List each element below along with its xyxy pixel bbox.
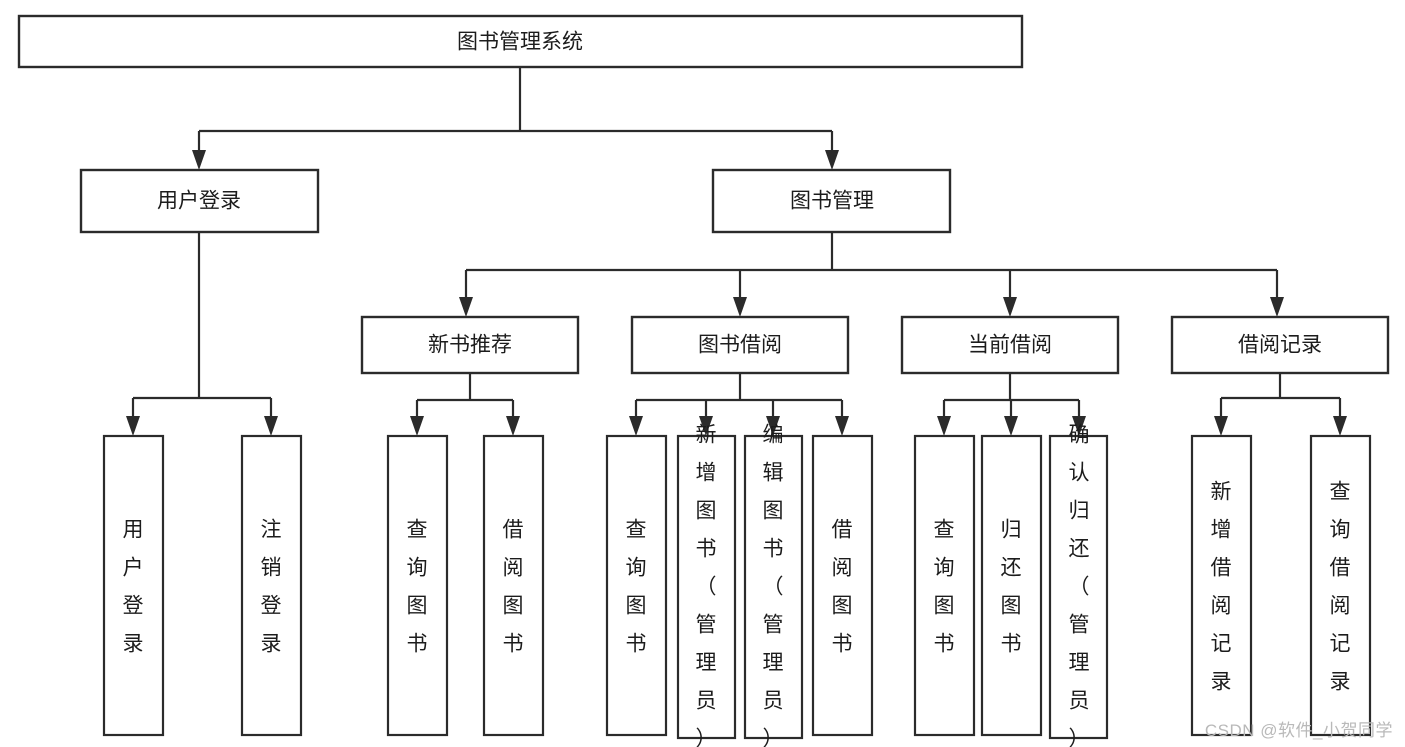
connector-userlogin-to-leaves xyxy=(126,232,278,436)
node-leaf-query-book-1[interactable]: 查询图书 xyxy=(386,434,449,737)
node-borrow-record-label: 借阅记录 xyxy=(1238,334,1322,357)
arrow-head-icon xyxy=(410,416,424,436)
node-leaf-add-record[interactable]: 新增借阅记录 xyxy=(1190,434,1253,737)
node-leaf-query-book-3-label: 查询图书 xyxy=(934,518,955,655)
node-book-borrow-box xyxy=(630,315,850,375)
node-borrow-record[interactable]: 借阅记录 xyxy=(1170,315,1390,375)
node-leaf-return-book-box xyxy=(980,434,1043,737)
node-current-borrow-box xyxy=(900,315,1120,375)
arrow-head-icon xyxy=(1214,416,1228,436)
node-leaf-edit-book-label: 编辑图书（管理员） xyxy=(763,423,784,747)
arrow-head-icon xyxy=(835,416,849,436)
node-leaf-query-record-box xyxy=(1309,434,1372,737)
node-leaf-query-book-2[interactable]: 查询图书 xyxy=(605,434,668,737)
node-book-manage-box xyxy=(711,168,952,234)
node-leaf-query-record-label: 查询借阅记录 xyxy=(1330,480,1351,693)
arrow-head-icon xyxy=(766,416,780,436)
arrow-head-icon xyxy=(126,416,140,436)
connector-bookmanage-to-level3 xyxy=(459,232,1284,317)
node-borrow-record-box xyxy=(1170,315,1390,375)
node-leaf-confirm-return-box xyxy=(1048,434,1109,740)
arrow-head-icon xyxy=(1004,416,1018,436)
node-leaf-return-book-label: 归还图书 xyxy=(1001,518,1022,655)
arrow-head-icon xyxy=(825,150,839,170)
node-leaf-query-book-2-box xyxy=(605,434,668,737)
arrow-head-icon xyxy=(1333,416,1347,436)
node-leaf-user-login[interactable]: 用户登录 xyxy=(102,434,165,737)
node-user-login-label: 用户登录 xyxy=(157,190,241,213)
node-leaf-logout-box xyxy=(240,434,303,737)
node-user-login[interactable]: 用户登录 xyxy=(79,168,320,234)
arrow-head-icon xyxy=(937,416,951,436)
node-leaf-query-book-3-box xyxy=(913,434,976,737)
node-leaf-add-book-label: 新增图书（管理员） xyxy=(696,423,717,747)
node-user-login-box xyxy=(79,168,320,234)
node-leaf-borrow-book-2-box xyxy=(811,434,874,737)
arrow-head-icon xyxy=(699,416,713,436)
node-leaf-edit-book-box xyxy=(743,434,804,740)
node-leaf-query-book-1-label: 查询图书 xyxy=(407,518,428,655)
node-book-borrow-label: 图书借阅 xyxy=(698,334,782,357)
node-leaf-add-record-box xyxy=(1190,434,1253,737)
node-leaf-edit-book[interactable]: 编辑图书（管理员） xyxy=(743,423,804,747)
arrow-head-icon xyxy=(459,297,473,317)
node-leaf-confirm-return-label: 确认归还（管理员） xyxy=(1069,423,1090,747)
node-leaf-borrow-book-1-label: 借阅图书 xyxy=(503,518,524,655)
node-root-label: 图书管理系统 xyxy=(457,31,583,54)
node-leaf-add-book-box xyxy=(676,434,737,740)
connector-bookborrow-to-leaves xyxy=(629,373,849,436)
node-leaf-add-record-label: 新增借阅记录 xyxy=(1211,480,1232,693)
node-book-manage[interactable]: 图书管理 xyxy=(711,168,952,234)
node-book-manage-label: 图书管理 xyxy=(790,190,874,213)
node-new-book-rec-label: 新书推荐 xyxy=(428,334,512,357)
arrow-head-icon xyxy=(192,150,206,170)
arrow-head-icon xyxy=(629,416,643,436)
node-leaf-query-book-3[interactable]: 查询图书 xyxy=(913,434,976,737)
arrow-head-icon xyxy=(733,297,747,317)
node-book-borrow[interactable]: 图书借阅 xyxy=(630,315,850,375)
node-leaf-add-book[interactable]: 新增图书（管理员） xyxy=(676,423,737,747)
node-root-box xyxy=(17,14,1024,69)
node-leaf-query-book-2-label: 查询图书 xyxy=(626,518,647,655)
arrow-head-icon xyxy=(1270,297,1284,317)
node-leaf-return-book[interactable]: 归还图书 xyxy=(980,434,1043,737)
node-leaf-query-book-1-box xyxy=(386,434,449,737)
connector-newbookrec-to-leaves xyxy=(410,373,520,436)
arrow-head-icon xyxy=(1003,297,1017,317)
node-leaf-borrow-book-2[interactable]: 借阅图书 xyxy=(811,434,874,737)
node-new-book-rec[interactable]: 新书推荐 xyxy=(360,315,580,375)
node-root[interactable]: 图书管理系统 xyxy=(17,14,1024,69)
csdn-watermark: CSDN @软件_小贺同学 xyxy=(1204,721,1393,740)
node-leaf-logout[interactable]: 注销登录 xyxy=(240,434,303,737)
connector-root-to-level2 xyxy=(192,67,839,170)
arrow-head-icon xyxy=(264,416,278,436)
arrow-head-icon xyxy=(1072,416,1086,436)
node-leaf-borrow-book-1[interactable]: 借阅图书 xyxy=(482,434,545,737)
node-leaf-confirm-return[interactable]: 确认归还（管理员） xyxy=(1048,423,1109,747)
node-leaf-borrow-book-2-label: 借阅图书 xyxy=(832,518,853,655)
node-leaf-user-login-label: 用户登录 xyxy=(123,518,144,655)
node-new-book-rec-box xyxy=(360,315,580,375)
node-leaf-query-record[interactable]: 查询借阅记录 xyxy=(1309,434,1372,737)
node-leaf-borrow-book-1-box xyxy=(482,434,545,737)
node-leaf-user-login-box xyxy=(102,434,165,737)
node-current-borrow[interactable]: 当前借阅 xyxy=(900,315,1120,375)
arrow-head-icon xyxy=(506,416,520,436)
node-leaf-logout-label: 注销登录 xyxy=(261,518,282,655)
node-current-borrow-label: 当前借阅 xyxy=(968,334,1052,357)
connector-currentborrow-to-leaves xyxy=(937,373,1086,436)
connector-borrowrecord-to-leaves xyxy=(1214,373,1347,436)
